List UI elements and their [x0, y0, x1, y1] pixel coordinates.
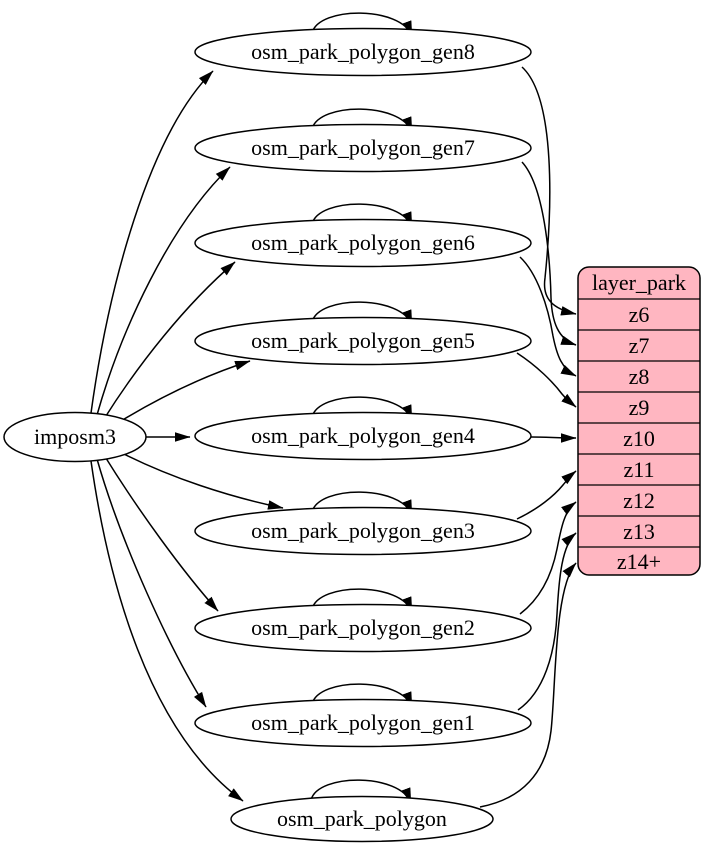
- layer-row-z6: z6: [629, 302, 650, 327]
- edges-self-loops: [310, 12, 413, 804]
- self-loop-gen8: [311, 12, 413, 37]
- node-osm-park-polygon-gen6: osm_park_polygon_gen6: [194, 218, 532, 268]
- layer-row-z13: z13: [623, 519, 655, 544]
- edge-gen5-to-z9: [516, 352, 577, 408]
- self-loop-gen3: [311, 491, 413, 516]
- edge-imposm3-to-gen6: [103, 261, 236, 420]
- table-ellipse: [194, 316, 532, 366]
- layer-row-z11: z11: [624, 457, 655, 482]
- layer-row-z10: z10: [623, 426, 655, 451]
- edge-gen8-to-z6: [521, 66, 577, 316]
- node-layer-park: layer_park z6 z7 z8 z9 z10 z11 z12 z13 z…: [577, 266, 701, 576]
- self-loop-gen1: [311, 683, 413, 708]
- node-osm-park-polygon-gen5: osm_park_polygon_gen5: [194, 316, 532, 366]
- edge-gen4-to-z10: [530, 433, 577, 443]
- layer-park-title: layer_park: [592, 270, 686, 295]
- layer-row-z12: z12: [623, 488, 655, 513]
- node-osm-park-polygon: osm_park_polygon: [230, 795, 494, 843]
- edge-gen1-to-z13: [517, 532, 577, 711]
- self-loop-gen5: [311, 301, 413, 326]
- table-ellipse: [194, 218, 532, 268]
- imposm3-ellipse: [3, 411, 147, 463]
- self-loop-gen4: [311, 396, 413, 421]
- self-loop-polygon: [310, 779, 412, 804]
- edges-tables-to-layer: [479, 66, 577, 808]
- edge-gen7-to-z7: [521, 161, 577, 346]
- table-label: osm_park_polygon_gen2: [251, 615, 475, 640]
- edge-gen3-to-z11: [516, 470, 577, 520]
- node-osm-park-polygon-gen4: osm_park_polygon_gen4: [194, 411, 532, 461]
- node-osm-park-polygon-gen3: osm_park_polygon_gen3: [194, 506, 532, 556]
- table-ellipse: [194, 603, 532, 653]
- table-label: osm_park_polygon_gen1: [251, 710, 475, 735]
- node-imposm3: imposm3: [3, 411, 147, 463]
- table-label: osm_park_polygon_gen8: [251, 39, 475, 64]
- table-ellipse: [194, 698, 532, 748]
- table-ellipse: [194, 27, 532, 77]
- node-osm-park-polygon-gen8: osm_park_polygon_gen8: [194, 27, 532, 77]
- node-osm-park-polygon-gen7: osm_park_polygon_gen7: [194, 123, 532, 173]
- table-label: osm_park_polygon_gen6: [251, 230, 475, 255]
- edge-gen2-to-z12: [519, 501, 577, 615]
- edge-gen6-to-z8: [519, 256, 577, 377]
- table-label: osm_park_polygon: [277, 806, 447, 831]
- edge-imposm3-to-gen8: [90, 70, 214, 414]
- table-label: osm_park_polygon_gen3: [251, 518, 475, 543]
- layer-row-z8: z8: [629, 364, 650, 389]
- imposm3-label: imposm3: [34, 424, 116, 449]
- edge-imposm3-to-polygon: [90, 460, 244, 802]
- edge-imposm3-to-gen7: [96, 166, 231, 416]
- edges-source-to-tables: [90, 70, 284, 802]
- edge-imposm3-to-gen2: [103, 454, 219, 612]
- table-label: osm_park_polygon_gen5: [251, 328, 475, 353]
- node-osm-park-polygon-gen2: osm_park_polygon_gen2: [194, 603, 532, 653]
- node-osm-park-polygon-gen1: osm_park_polygon_gen1: [194, 698, 532, 748]
- edge-imposm3-to-gen1: [96, 458, 207, 708]
- table-ellipse: [194, 506, 532, 556]
- edge-imposm3-to-gen5: [115, 360, 251, 425]
- table-ellipse: [194, 123, 532, 173]
- layer-row-z9: z9: [629, 395, 650, 420]
- layer-row-z7: z7: [629, 333, 650, 358]
- edge-polygon-to-z14: [479, 562, 577, 808]
- table-ellipse: [194, 411, 532, 461]
- layer-row-z14: z14+: [617, 549, 661, 574]
- layer-park-box: [577, 266, 701, 576]
- table-ellipse: [230, 795, 494, 843]
- self-loop-gen6: [311, 203, 413, 228]
- table-label: osm_park_polygon_gen7: [251, 135, 475, 160]
- self-loop-gen2: [311, 588, 413, 613]
- table-label: osm_park_polygon_gen4: [251, 423, 475, 448]
- self-loop-gen7: [311, 108, 413, 133]
- edge-imposm3-to-gen3: [115, 449, 284, 510]
